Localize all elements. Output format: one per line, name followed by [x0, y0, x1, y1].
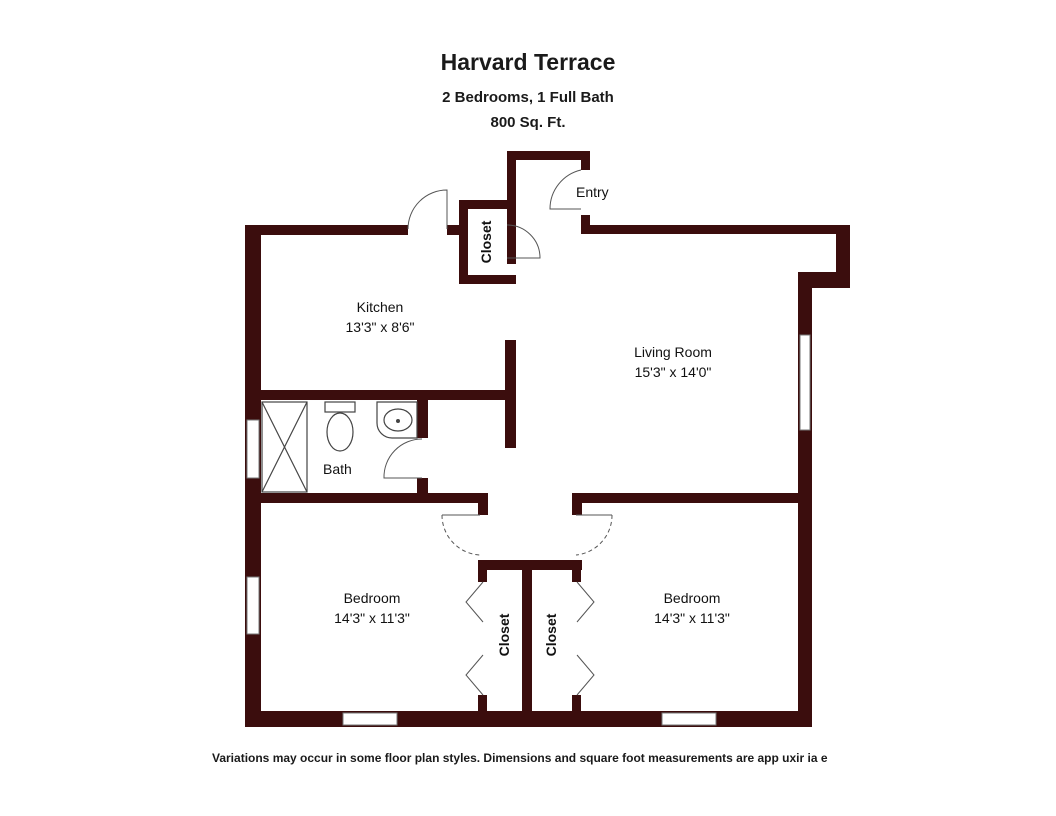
door-bath — [383, 438, 423, 479]
shower-diagonal-2 — [261, 401, 308, 493]
door-kitchen-side — [407, 189, 448, 230]
windows — [246, 334, 811, 726]
wall-top-kitchen-2 — [447, 225, 459, 235]
closet-right-outer-bottom — [572, 695, 581, 717]
wall-bath-right-top — [417, 390, 428, 438]
bath-label: Bath — [323, 461, 352, 477]
entry-wall-top — [507, 151, 590, 160]
square-footage: 800 Sq. Ft. — [490, 114, 566, 131]
bifold-left-bottom — [465, 654, 484, 696]
top-closet — [459, 200, 516, 284]
closet-top-wall-bottom — [459, 275, 516, 284]
bifold-right-bottom — [576, 654, 595, 696]
door-entry — [549, 169, 582, 210]
bedroom-left-dims: 14'3" x 11'3" — [334, 610, 410, 626]
bifold-left-top — [465, 581, 484, 623]
page-title: Harvard Terrace — [440, 49, 616, 75]
interior-walls — [245, 340, 812, 717]
bedroom-right-label: Bedroom — [664, 590, 721, 606]
window-living — [799, 334, 811, 431]
window-bath — [246, 419, 260, 479]
entry-wall-left — [507, 151, 516, 264]
window-bedroom-right-bottom — [661, 712, 717, 726]
closet-left-label: Closet — [496, 613, 512, 656]
wall-center-post — [505, 340, 516, 448]
closet-top-wall-top — [459, 200, 507, 209]
bed-bath-summary: 2 Bedrooms, 1 Full Bath — [442, 89, 614, 106]
sink-drain — [396, 419, 400, 423]
closet-right-outer-top — [572, 560, 581, 582]
living-room-label: Living Room — [634, 344, 712, 360]
closet-left-outer-bottom — [478, 695, 487, 717]
wall-living-bedroom — [572, 493, 812, 503]
wall-bath-bottom — [245, 493, 488, 503]
closet-right-label: Closet — [543, 613, 559, 656]
entry-wall-right-bottom — [581, 215, 590, 234]
entry-label: Entry — [576, 184, 609, 200]
closet-left-outer-top — [478, 560, 487, 582]
kitchen-dims: 13'3" x 8'6" — [346, 319, 415, 335]
closet-divider — [522, 560, 532, 715]
toilet-tank — [324, 401, 356, 413]
bath-fixtures — [261, 401, 418, 493]
closet-top-label: Closet — [478, 220, 494, 263]
window-bedroom-left-bottom — [342, 712, 398, 726]
kitchen-label: Kitchen — [357, 299, 404, 315]
closet-top-wall-left — [459, 200, 468, 284]
disclaimer-note: Variations may occur in some floor plan … — [212, 751, 828, 765]
door-bedroom-right-swing — [575, 514, 613, 556]
window-bedroom-left-side — [246, 576, 260, 635]
wall-kitchen-bath — [245, 390, 508, 400]
living-room-dims: 15'3" x 14'0" — [635, 364, 712, 380]
wall-bath-right-bottom — [417, 478, 428, 498]
bedroom-right-dims: 14'3" x 11'3" — [654, 610, 730, 626]
wall-hall-left-stub — [572, 493, 582, 515]
door-closet-top — [506, 224, 541, 259]
entry-wall-right-top — [581, 151, 590, 170]
wall-top-kitchen — [245, 225, 408, 235]
wall-top-living — [583, 225, 848, 234]
doors — [383, 169, 613, 696]
wall-hall-right-stub — [478, 493, 488, 515]
bifold-right-top — [576, 581, 595, 623]
toilet-bowl — [326, 412, 354, 452]
bedroom-left-label: Bedroom — [344, 590, 401, 606]
door-bedroom-left-swing — [441, 514, 481, 556]
